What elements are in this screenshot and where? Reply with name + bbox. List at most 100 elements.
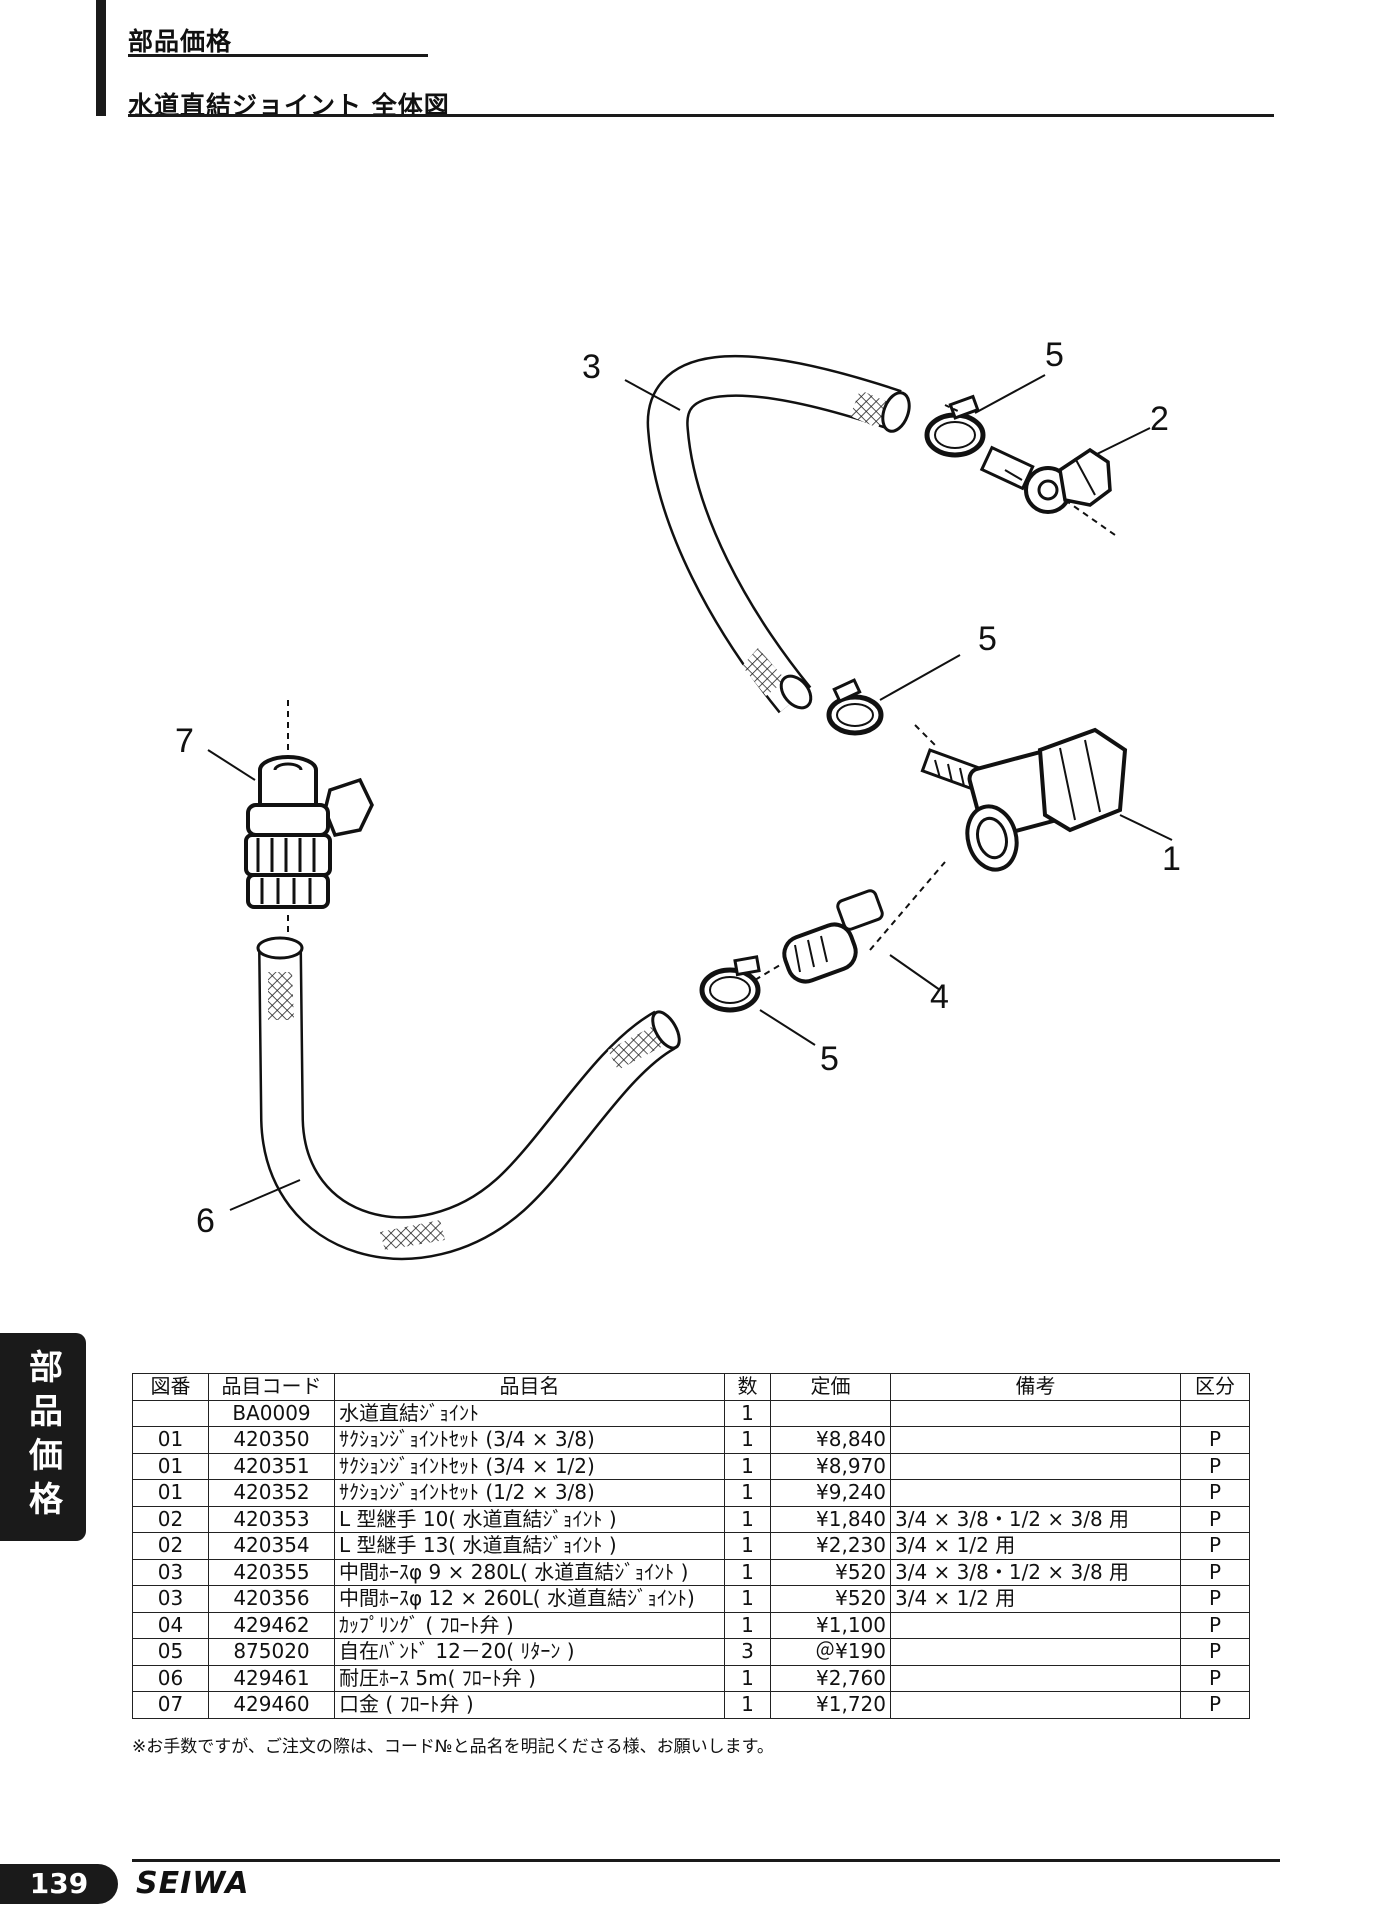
callout-5-top: 5 bbox=[1045, 336, 1064, 374]
cell-code: 429462 bbox=[208, 1611, 335, 1639]
section-title: 部品価格 bbox=[128, 27, 233, 56]
cell-price: ¥8,840 bbox=[770, 1426, 891, 1454]
cell-fig-no: 01 bbox=[132, 1479, 209, 1507]
cell-qty: 3 bbox=[724, 1638, 771, 1666]
cell-fig-no: 02 bbox=[132, 1505, 209, 1533]
cell-category: P bbox=[1180, 1691, 1250, 1719]
cell-price: ¥9,240 bbox=[770, 1479, 891, 1507]
mouthpiece-7 bbox=[244, 755, 374, 909]
section-title-underline bbox=[128, 54, 428, 57]
hose-3-intermediate bbox=[646, 354, 911, 714]
l-joint-2 bbox=[979, 445, 1112, 514]
page-title-underline bbox=[128, 114, 1274, 117]
col-header-price: 定価 bbox=[770, 1373, 891, 1401]
cell-name: 中間ﾎｰｽφ 9 × 280L( 水道直結ｼﾞｮｲﾝﾄ ) bbox=[334, 1558, 725, 1586]
cell-price: ＠¥190 bbox=[770, 1638, 891, 1666]
col-header-name: 品目名 bbox=[334, 1373, 725, 1401]
cell-remarks bbox=[890, 1691, 1181, 1719]
table-header-row: 図番 品目コード 品目名 数 定価 備考 区分 bbox=[132, 1373, 1250, 1401]
cell-fig-no: 02 bbox=[132, 1532, 209, 1560]
cell-remarks: 3/4 × 1/2 用 bbox=[890, 1532, 1181, 1560]
leader-lines bbox=[207, 374, 1173, 1211]
footer-rule bbox=[132, 1859, 1280, 1862]
callout-6: 6 bbox=[196, 1202, 215, 1240]
exploded-parts-diagram: 3 5 2 5 7 1 4 5 6 bbox=[175, 336, 1181, 1261]
cell-category: P bbox=[1180, 1505, 1250, 1533]
cell-code: BA0009 bbox=[208, 1399, 335, 1427]
cell-remarks bbox=[890, 1452, 1181, 1480]
cell-qty: 1 bbox=[724, 1585, 771, 1613]
cell-fig-no: 04 bbox=[132, 1611, 209, 1639]
cell-code: 875020 bbox=[208, 1638, 335, 1666]
cell-name: ｻｸｼｮﾝｼﾞｮｲﾝﾄｾｯﾄ (3/4 × 3/8) bbox=[334, 1426, 725, 1454]
page-number: 139 bbox=[0, 1864, 118, 1904]
callout-2: 2 bbox=[1150, 400, 1169, 438]
cell-remarks: 3/4 × 3/8・1/2 × 3/8 用 bbox=[890, 1558, 1181, 1586]
cell-name: L 型継手 10( 水道直結ｼﾞｮｲﾝﾄ ) bbox=[334, 1505, 725, 1533]
suction-joint-1 bbox=[920, 727, 1128, 872]
col-header-qty: 数 bbox=[724, 1373, 771, 1401]
cell-category: P bbox=[1180, 1532, 1250, 1560]
cell-code: 420355 bbox=[208, 1558, 335, 1586]
cell-qty: 1 bbox=[724, 1505, 771, 1533]
cell-category: P bbox=[1180, 1638, 1250, 1666]
cell-qty: 1 bbox=[724, 1558, 771, 1586]
cell-price: ¥1,840 bbox=[770, 1505, 891, 1533]
cell-qty: 1 bbox=[724, 1664, 771, 1692]
cell-code: 420351 bbox=[208, 1452, 335, 1480]
cell-name: 耐圧ﾎｰｽ 5m( ﾌﾛｰﾄ弁 ) bbox=[334, 1664, 725, 1692]
cell-fig-no: 03 bbox=[132, 1558, 209, 1586]
hose-band-5-lower bbox=[699, 955, 761, 1013]
cell-category bbox=[1180, 1399, 1250, 1427]
callout-3: 3 bbox=[582, 348, 601, 386]
cell-code: 420350 bbox=[208, 1426, 335, 1454]
cell-price: ¥520 bbox=[770, 1558, 891, 1586]
cell-fig-no: 01 bbox=[132, 1452, 209, 1480]
cell-fig-no: 01 bbox=[132, 1426, 209, 1454]
cell-remarks bbox=[890, 1399, 1181, 1427]
side-section-tab: 部品価格 bbox=[0, 1333, 86, 1541]
col-header-remarks: 備考 bbox=[890, 1373, 1181, 1401]
cell-remarks bbox=[890, 1664, 1181, 1692]
cell-code: 429461 bbox=[208, 1664, 335, 1692]
callout-5-middle: 5 bbox=[978, 620, 997, 658]
cell-fig-no: 03 bbox=[132, 1585, 209, 1613]
cell-remarks: 3/4 × 1/2 用 bbox=[890, 1585, 1181, 1613]
cell-remarks: 3/4 × 3/8・1/2 × 3/8 用 bbox=[890, 1505, 1181, 1533]
cell-price: ¥1,720 bbox=[770, 1691, 891, 1719]
cell-name: ｻｸｼｮﾝｼﾞｮｲﾝﾄｾｯﾄ (3/4 × 1/2) bbox=[334, 1452, 725, 1480]
cell-fig-no bbox=[132, 1399, 209, 1427]
cell-category: P bbox=[1180, 1558, 1250, 1586]
cell-fig-no: 05 bbox=[132, 1638, 209, 1666]
cell-name: ｶｯﾌﾟﾘﾝｸﾞ ( ﾌﾛｰﾄ弁 ) bbox=[334, 1611, 725, 1639]
cell-remarks bbox=[890, 1426, 1181, 1454]
cell-qty: 1 bbox=[724, 1532, 771, 1560]
col-header-code: 品目コード bbox=[208, 1373, 335, 1401]
cell-price: ¥2,760 bbox=[770, 1664, 891, 1692]
cell-qty: 1 bbox=[724, 1426, 771, 1454]
cell-category: P bbox=[1180, 1479, 1250, 1507]
cell-qty: 1 bbox=[724, 1452, 771, 1480]
col-header-fig-no: 図番 bbox=[132, 1373, 209, 1401]
callout-1: 1 bbox=[1162, 840, 1181, 878]
cell-category: P bbox=[1180, 1611, 1250, 1639]
cell-name: 水道直結ｼﾞｮｲﾝﾄ bbox=[334, 1399, 725, 1427]
cell-category: P bbox=[1180, 1426, 1250, 1454]
cell-price bbox=[770, 1399, 891, 1427]
cell-name: ｻｸｼｮﾝｼﾞｮｲﾝﾄｾｯﾄ (1/2 × 3/8) bbox=[334, 1479, 725, 1507]
col-header-category: 区分 bbox=[1180, 1373, 1250, 1401]
hose-band-5-middle bbox=[826, 678, 884, 736]
cell-price: ¥2,230 bbox=[770, 1532, 891, 1560]
cell-name: L 型継手 13( 水道直結ｼﾞｮｲﾝﾄ ) bbox=[334, 1532, 725, 1560]
coupling-4 bbox=[782, 889, 884, 984]
cell-category: P bbox=[1180, 1664, 1250, 1692]
